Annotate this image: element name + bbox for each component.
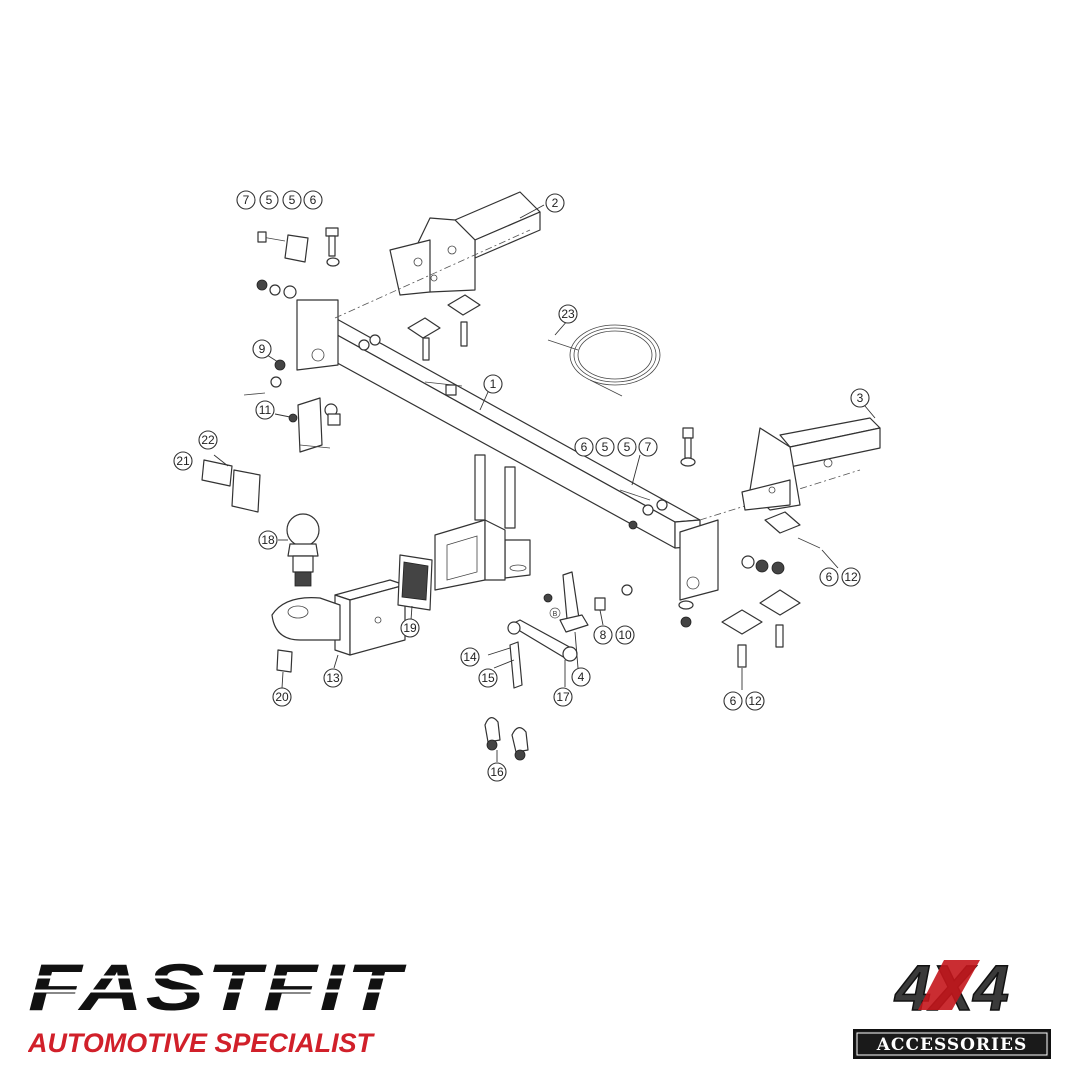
svg-text:20: 20 — [275, 690, 289, 704]
callout-7: 7 — [638, 437, 658, 457]
svg-text:9: 9 — [259, 342, 266, 356]
callout-5: 5 — [259, 190, 279, 210]
svg-text:15: 15 — [481, 671, 495, 685]
callout-11: 11 — [255, 400, 275, 420]
callout-20: 20 — [272, 687, 292, 707]
part-18-tow-ball — [286, 513, 320, 587]
callout-9: 9 — [252, 339, 272, 359]
svg-text:18: 18 — [261, 533, 275, 547]
part-13-ball-mount — [271, 579, 406, 656]
callout-5: 5 — [617, 437, 637, 457]
svg-text:11: 11 — [259, 403, 272, 417]
svg-text:17: 17 — [556, 690, 570, 704]
callout-16: 16 — [487, 762, 507, 782]
part-19-hitch-cover — [397, 554, 433, 611]
callout-23: 23 — [558, 304, 578, 324]
part-4-bracket — [559, 571, 589, 633]
accessories-label: ACCESSORIES — [876, 1035, 1028, 1055]
callout-17: 17 — [553, 687, 573, 707]
svg-text:1: 1 — [490, 377, 497, 391]
callout-12: 12 — [841, 567, 861, 587]
part-16-shackles — [484, 717, 529, 761]
part-3-right-bracket — [741, 417, 881, 511]
callout-6: 6 — [303, 190, 323, 210]
svg-text:5: 5 — [624, 440, 631, 454]
parts-21-22-labels — [201, 459, 261, 513]
svg-text:12: 12 — [844, 570, 858, 584]
svg-text:23: 23 — [561, 307, 575, 321]
svg-text:4: 4 — [578, 670, 585, 684]
callout-13: 13 — [323, 668, 343, 688]
callout-1: 1 — [483, 374, 503, 394]
svg-text:14: 14 — [463, 650, 477, 664]
accessories-badge — [853, 1029, 1051, 1059]
svg-text:5: 5 — [266, 193, 273, 207]
svg-text:6: 6 — [826, 570, 833, 584]
callout-18: 18 — [258, 530, 278, 550]
svg-text:7: 7 — [645, 440, 652, 454]
callout-5: 5 — [282, 190, 302, 210]
fastfit-tagline: AUTOMOTIVE SPECIALIST — [28, 1028, 375, 1058]
receiver-tube — [434, 454, 531, 591]
svg-text:6: 6 — [581, 440, 588, 454]
svg-text:13: 13 — [326, 671, 340, 685]
svg-text:22: 22 — [201, 433, 215, 447]
svg-text:16: 16 — [490, 765, 504, 779]
svg-text:10: 10 — [618, 628, 632, 642]
callout-4: 4 — [571, 667, 591, 687]
svg-text:5: 5 — [602, 440, 609, 454]
callout-6: 6 — [574, 437, 594, 457]
tow-bar-exploded-diagram: 7 5 5 6 2 23 9 1 3 11 6 5 5 7 22 21 18 6… — [173, 190, 881, 782]
svg-text:2: 2 — [552, 196, 559, 210]
callout-3: 3 — [850, 388, 870, 408]
svg-text:12: 12 — [748, 694, 762, 708]
callout-22: 22 — [198, 430, 218, 450]
fasteners — [243, 227, 821, 668]
callout-8: 8 — [593, 625, 613, 645]
callout-5: 5 — [595, 437, 615, 457]
svg-text:5: 5 — [289, 193, 296, 207]
callout-15: 15 — [478, 668, 498, 688]
svg-text:21: 21 — [176, 454, 190, 468]
callout-6: 6 — [819, 567, 839, 587]
accessories-badge-border — [856, 1032, 1048, 1056]
svg-text:6: 6 — [730, 694, 737, 708]
callout-21: 21 — [173, 451, 193, 471]
svg-text:3: 3 — [857, 391, 864, 405]
callout-2: 2 — [545, 193, 565, 213]
fastfit-wordmark: FASTFIT — [28, 950, 407, 1024]
svg-text:7: 7 — [243, 193, 250, 207]
callout-6: 6 — [723, 691, 743, 711]
callouts: 7 5 5 6 2 23 9 1 3 11 6 5 5 7 22 21 18 6… — [173, 190, 870, 782]
part-20-plate — [276, 649, 293, 673]
part-2-left-bracket — [389, 191, 541, 296]
callout-7: 7 — [236, 190, 256, 210]
4x4-accessories-logo: 4X4 ACCESSORIES — [853, 952, 1051, 1059]
part-1-main-crossbar — [296, 229, 861, 601]
small-label-b: B — [549, 607, 561, 619]
svg-text:8: 8 — [600, 628, 607, 642]
part-23-wire-coil — [547, 324, 661, 397]
callout-10: 10 — [615, 625, 635, 645]
svg-text:6: 6 — [310, 193, 317, 207]
svg-text:19: 19 — [403, 621, 417, 635]
fastfit-logo: FASTFIT AUTOMOTIVE SPECIALIST — [28, 950, 418, 1058]
callout-12: 12 — [745, 691, 765, 711]
parts-14-15-17-pin-clip — [507, 619, 578, 689]
callout-14: 14 — [460, 647, 480, 667]
svg-text:B: B — [553, 611, 558, 618]
4x4-red-x-accent — [918, 960, 980, 1010]
callout-19: 19 — [400, 618, 420, 638]
